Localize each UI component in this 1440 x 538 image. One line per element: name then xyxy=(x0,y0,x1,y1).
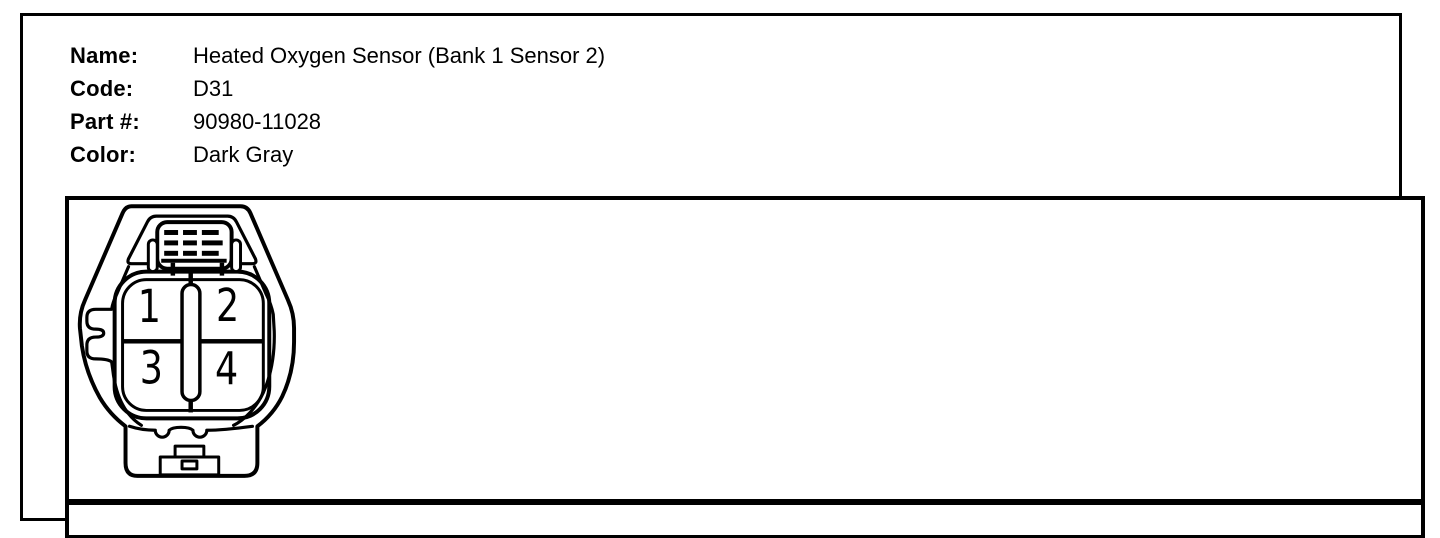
connector-header: Name: Heated Oxygen Sensor (Bank 1 Senso… xyxy=(70,39,970,171)
color-value: Dark Gray xyxy=(193,142,294,167)
code-label: Code: xyxy=(70,76,134,101)
pin-2-label: 2 xyxy=(216,279,239,332)
center-key-stem-top xyxy=(188,271,193,288)
pin-4-label: 4 xyxy=(215,343,238,396)
name-value: Heated Oxygen Sensor (Bank 1 Sensor 2) xyxy=(193,43,606,68)
pin-3-label: 3 xyxy=(140,342,163,395)
field-row-code: Code: D31 xyxy=(70,72,970,105)
inner-contour-left-teeth xyxy=(85,265,143,427)
latch-side-post-left xyxy=(146,238,159,274)
bottom-scallop-line xyxy=(127,424,255,439)
part-number-label: Part #: xyxy=(70,109,140,134)
tab-detail-slot xyxy=(180,459,199,471)
part-number-value: 90980-11028 xyxy=(193,109,322,134)
center-key-stem-bottom xyxy=(188,397,193,413)
center-key xyxy=(180,282,202,403)
inner-contour-top xyxy=(126,214,258,266)
field-row-part-number: Part #: 90980-11028 xyxy=(70,105,970,138)
code-value: D31 xyxy=(193,76,234,101)
name-label: Name: xyxy=(70,43,139,68)
footer-divider xyxy=(69,499,1421,505)
field-row-name: Name: Heated Oxygen Sensor (Bank 1 Senso… xyxy=(70,39,970,72)
latch-side-post-right xyxy=(230,238,243,274)
connector-diagram-box: 1 2 3 4 xyxy=(65,196,1425,538)
page-border: Name: Heated Oxygen Sensor (Bank 1 Senso… xyxy=(20,13,1425,538)
field-row-color: Color: Dark Gray xyxy=(70,138,970,171)
pin-1-label: 1 xyxy=(138,280,161,333)
footer-row xyxy=(69,505,1421,535)
color-label: Color: xyxy=(70,142,136,167)
latch-ribs xyxy=(161,230,227,276)
connector-pinout-drawing: 1 2 3 4 xyxy=(77,204,297,478)
